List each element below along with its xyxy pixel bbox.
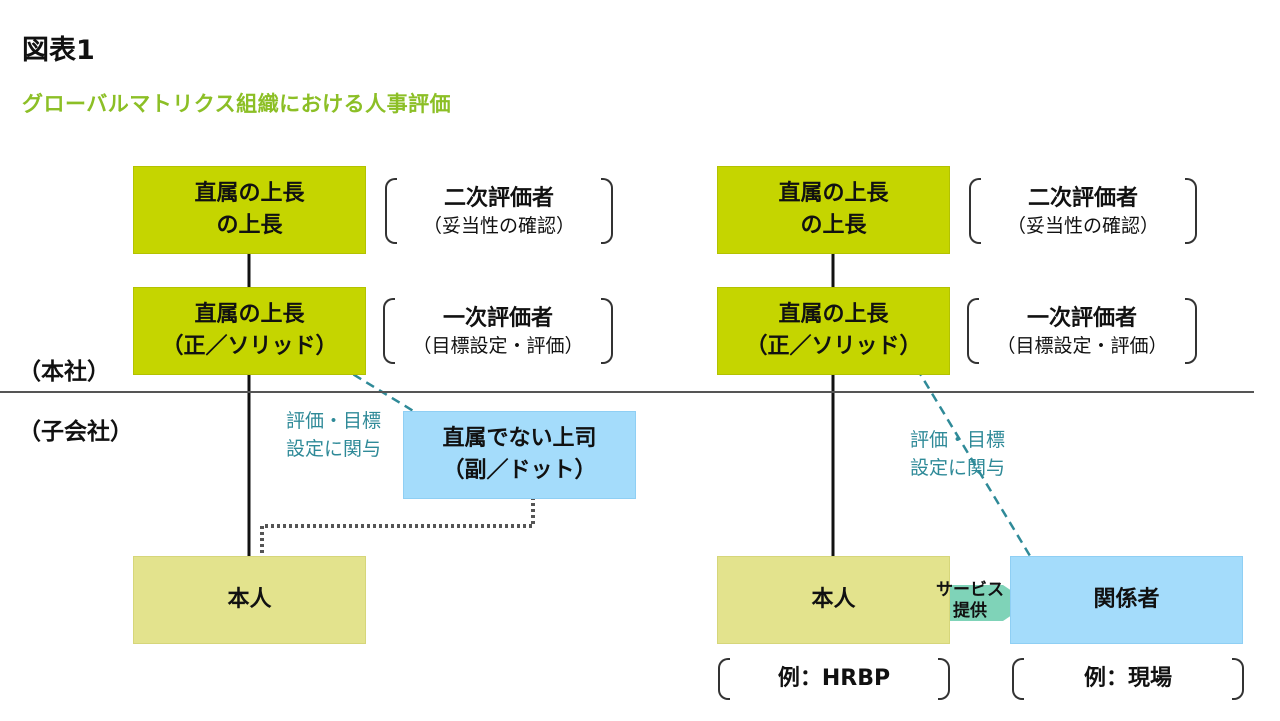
left-dotted-line <box>260 499 535 553</box>
service-arrow-label: サービス 提供 <box>934 580 1006 623</box>
example-text: 例：現場 <box>1083 666 1172 692</box>
box-line: （正／ソリッド） <box>161 334 338 359</box>
role-sub: （妥当性の確認） <box>1006 214 1159 237</box>
right-involvement-note: 評価・目標 設定に関与 <box>910 427 1005 482</box>
service-arrow-shape <box>937 585 1030 621</box>
left-dotted-boss-box: 直属でない上司 （副／ドット） <box>403 411 636 499</box>
right-self-example: 例：HRBP <box>718 658 950 700</box>
right-first-evaluator-note: 一次評価者 （目標設定・評価） <box>967 298 1197 364</box>
right-direct-boss-box: 直属の上長 （正／ソリッド） <box>717 287 950 375</box>
left-direct-boss-box: 直属の上長 （正／ソリッド） <box>133 287 366 375</box>
box-line: 直属の上長 <box>194 302 305 328</box>
role-main: 一次評価者 <box>1026 305 1137 331</box>
role-main: 一次評価者 <box>442 305 553 331</box>
box-line: 直属の上長 <box>778 302 889 328</box>
role-main: 二次評価者 <box>443 185 554 211</box>
note-line: 設定に関与 <box>286 437 382 460</box>
role-sub: （妥当性の確認） <box>422 214 575 237</box>
note-line: 評価・目標 <box>286 410 382 432</box>
note-line: 評価・目標 <box>910 429 1006 451</box>
example-text: 例：HRBP <box>777 666 891 692</box>
box-line: 関係者 <box>1093 587 1160 613</box>
box-line: 直属の上長 <box>778 181 889 207</box>
arrow-line: サービス <box>936 580 1004 600</box>
role-sub: （目標設定・評価） <box>996 334 1168 357</box>
right-self-box: 本人 <box>717 556 950 644</box>
left-involvement-note: 評価・目標 設定に関与 <box>286 408 381 463</box>
figure-title: 図表1 <box>22 35 95 66</box>
right-related-party-box: 関係者 <box>1010 556 1243 644</box>
right-boss-of-boss-box: 直属の上長 の上長 <box>717 166 950 254</box>
left-second-evaluator-note: 二次評価者 （妥当性の確認） <box>385 178 613 244</box>
left-first-evaluator-note: 一次評価者 （目標設定・評価） <box>383 298 613 364</box>
box-line: の上長 <box>216 213 283 238</box>
right-teal-arrow <box>911 360 1055 595</box>
box-line: 直属の上長 <box>194 181 305 207</box>
box-line: （副／ドット） <box>442 458 597 483</box>
role-main: 二次評価者 <box>1027 185 1138 211</box>
figure-subtitle: グローバルマトリクス組織における人事評価 <box>22 92 452 116</box>
box-line: 直属でない上司 <box>442 426 597 452</box>
hq-subsidiary-divider <box>0 391 1254 393</box>
box-line: （正／ソリッド） <box>745 334 922 359</box>
right-related-example: 例：現場 <box>1012 658 1244 700</box>
note-line: 設定に関与 <box>910 456 1006 479</box>
region-label-hq: （本社） <box>18 359 110 385</box>
role-sub: （目標設定・評価） <box>412 334 584 357</box>
right-second-evaluator-note: 二次評価者 （妥当性の確認） <box>969 178 1197 244</box>
arrow-line: 提供 <box>953 601 987 622</box>
region-label-subsidiary: （子会社） <box>18 419 133 445</box>
box-line: の上長 <box>800 213 867 238</box>
left-boss-of-boss-box: 直属の上長 の上長 <box>133 166 366 254</box>
box-line: 本人 <box>811 587 856 613</box>
left-self-box: 本人 <box>133 556 366 644</box>
box-line: 本人 <box>227 587 272 613</box>
